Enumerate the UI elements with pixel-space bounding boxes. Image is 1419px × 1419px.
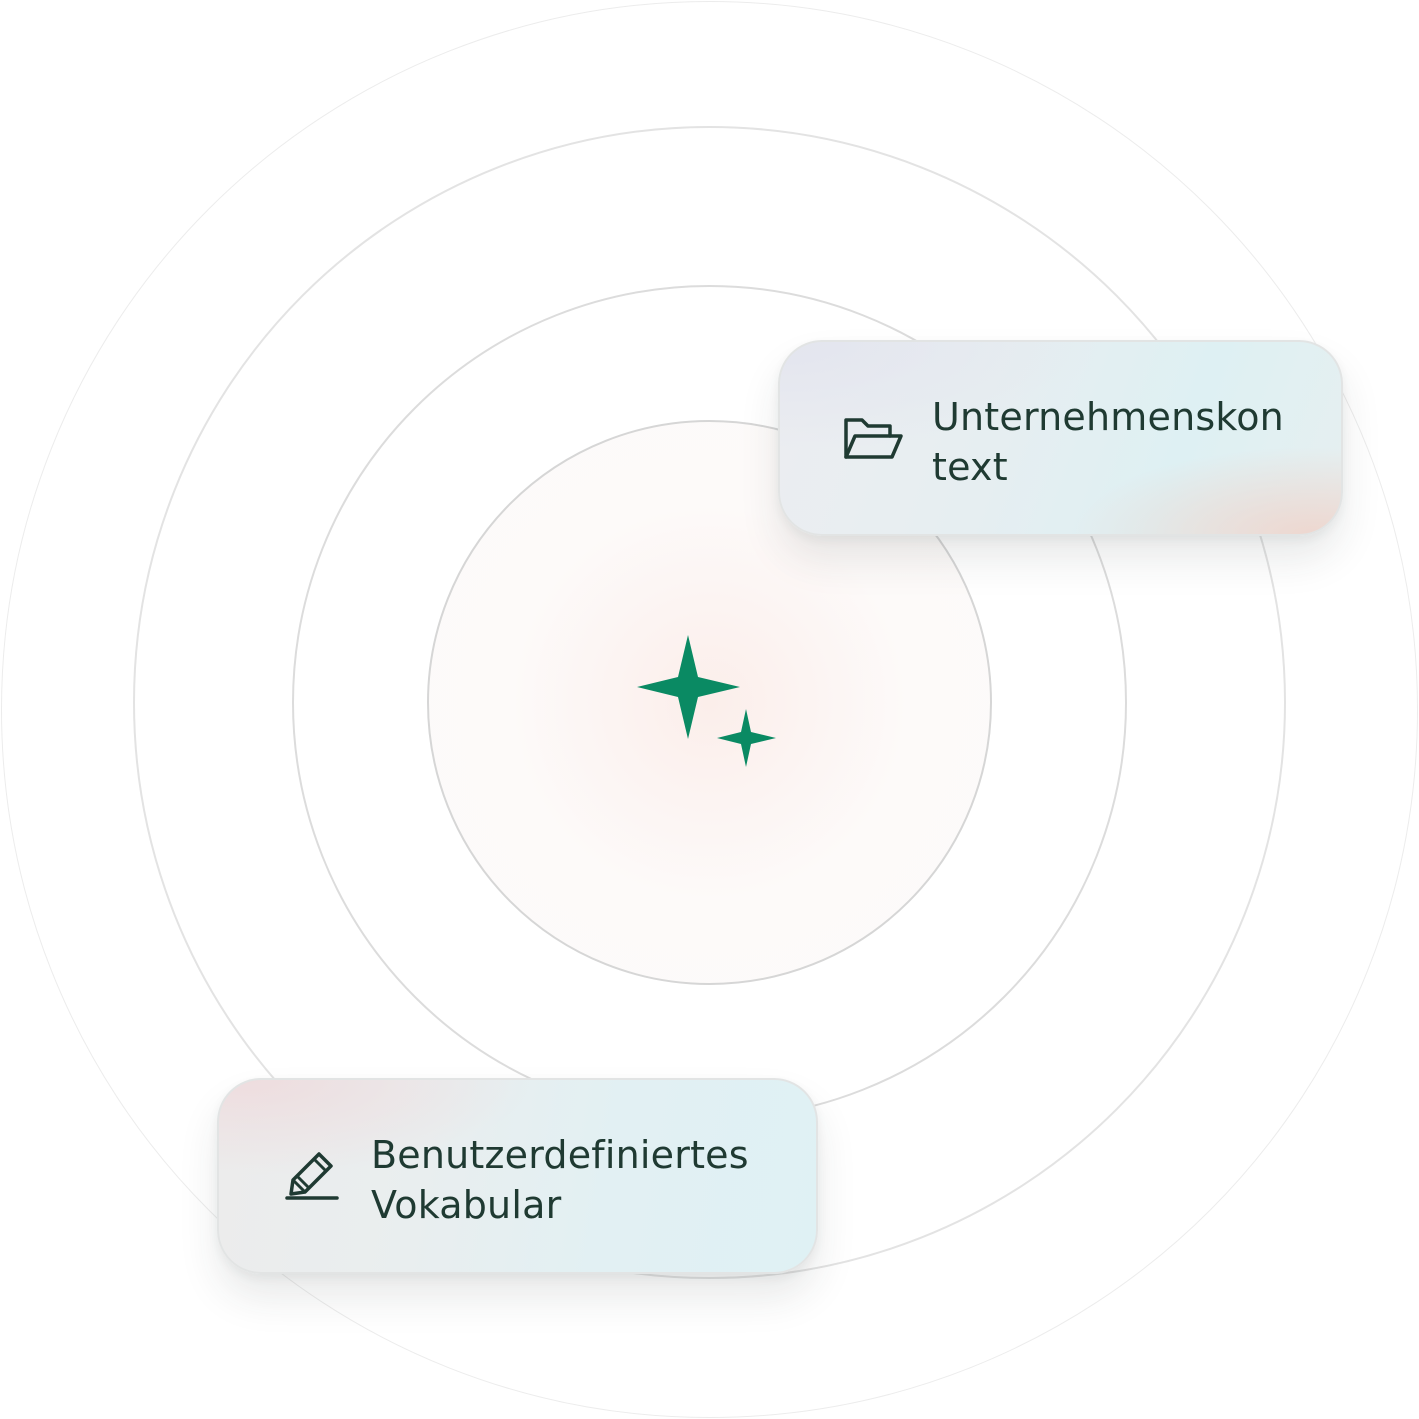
third-ring bbox=[133, 126, 1286, 1279]
company-context-label: Unternehmenskon text bbox=[932, 392, 1284, 492]
custom-vocabulary-label: Benutzerdefiniertes Vokabular bbox=[371, 1130, 749, 1230]
custom-vocabulary-line2: Vokabular bbox=[371, 1183, 562, 1227]
company-context-line2: text bbox=[932, 445, 1008, 489]
company-context-line1: Unternehmenskon bbox=[932, 395, 1284, 439]
company-context-card: Unternehmenskon text bbox=[778, 340, 1343, 536]
pencil-icon bbox=[285, 1152, 339, 1200]
custom-vocabulary-line1: Benutzerdefiniertes bbox=[371, 1133, 749, 1177]
custom-vocabulary-card: Benutzerdefiniertes Vokabular bbox=[217, 1078, 818, 1274]
folder-open-icon bbox=[844, 418, 903, 459]
sparkle-icon bbox=[637, 635, 776, 767]
